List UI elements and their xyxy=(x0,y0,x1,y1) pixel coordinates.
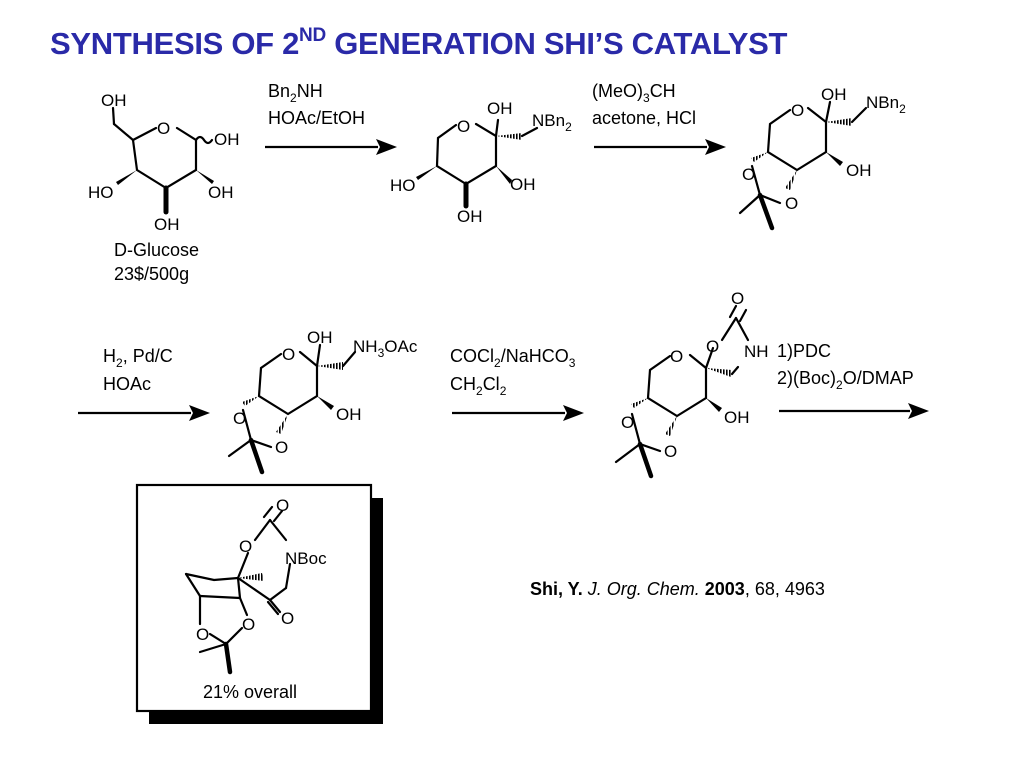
acetonide1-hash-ch2 xyxy=(826,118,852,126)
acetonide1-o-left: O xyxy=(742,165,755,184)
aminoketose-wedge-oh xyxy=(496,166,512,184)
citation-rest: , 68, 4963 xyxy=(744,579,825,599)
oxazolidinone-nh: NH xyxy=(744,342,769,361)
step3-reagent-line1: H2, Pd/C xyxy=(103,346,173,370)
product-yield: 21% overall xyxy=(203,682,297,702)
step4-arrow xyxy=(452,405,584,421)
oxazolidinone-o-left: O xyxy=(621,413,634,432)
oxazolidinone-wedge-oh xyxy=(706,398,722,412)
oxazolidinone-hash-o2 xyxy=(665,416,677,436)
ammonium-wedge-oh xyxy=(317,396,334,410)
glucose-name: D-Glucose xyxy=(114,240,199,260)
title-superscript: ND xyxy=(299,25,326,46)
step1-reagent-line2: HOAc/EtOH xyxy=(268,108,365,128)
citation: Shi, Y. J. Org. Chem. 2003, 68, 4963 xyxy=(530,579,825,600)
aminoketose-ho: HO xyxy=(390,176,416,195)
step1-arrow xyxy=(265,139,397,155)
catalyst-o-right: O xyxy=(242,615,255,634)
glucose-oh-anomeric: OH xyxy=(214,130,240,149)
glucose-oh-right: OH xyxy=(208,183,234,202)
catalyst-o-left: O xyxy=(196,625,209,644)
ammonium-hash-o1 xyxy=(242,396,259,406)
acetonide1-nbn2: NBn2 xyxy=(866,93,906,116)
glucose-ho-left: HO xyxy=(88,183,114,202)
catalyst-structure xyxy=(184,505,292,675)
aminoketose-oh-right: OH xyxy=(510,175,536,194)
glucose-structure xyxy=(111,106,214,215)
ammonium-hash-o2 xyxy=(276,414,288,434)
glucose-oh-top: OH xyxy=(101,91,127,110)
acetonide1-o-right: O xyxy=(785,194,798,213)
catalyst-o-carbonyl: O xyxy=(276,496,289,515)
catalyst-nboc: NBoc xyxy=(285,549,327,568)
oxazolidinone-hash-ch2 xyxy=(706,368,732,377)
aminoketose-hash-ch2 xyxy=(496,133,522,140)
aminoketose-oh-top: OH xyxy=(487,99,513,118)
aminoketose-nbn2: NBn2 xyxy=(532,111,572,134)
product-box xyxy=(135,483,383,724)
acetonide1-oh-top: OH xyxy=(821,85,847,104)
step5-reagent-line2: 2)(Boc)2O/DMAP xyxy=(777,368,914,392)
acetonide1-wedge-oh xyxy=(826,152,843,166)
ammonium-nh3oac: NH3OAc xyxy=(353,337,418,360)
ammonium-oh-top: OH xyxy=(307,328,333,347)
ammonium-ring-o: O xyxy=(282,345,295,364)
oxazolidinone-o-right: O xyxy=(664,442,677,461)
ammonium-o-right: O xyxy=(275,438,288,457)
citation-journal: J. Org. Chem. xyxy=(587,579,700,599)
step2-reagent-line2: acetone, HCl xyxy=(592,108,696,128)
glucose-oh-bottom: OH xyxy=(154,215,180,234)
step1-reagent-line1: Bn2NH xyxy=(268,81,323,105)
step2-arrow xyxy=(594,139,726,155)
page-title: SYNTHESIS OF 2ND GENERATION SHI’S CATALY… xyxy=(50,25,788,61)
acetonide1-hash-o1 xyxy=(751,152,768,162)
ammonium-o-left: O xyxy=(233,409,246,428)
aminoketose-ring-o: O xyxy=(457,117,470,136)
step2-reagent-line1: (MeO)3CH xyxy=(592,81,676,105)
oxazolidinone-o-carbonyl: O xyxy=(731,289,744,308)
glucose-hash-bond-right xyxy=(196,170,214,184)
step5-arrow xyxy=(779,403,929,419)
acetonide1-oh-right: OH xyxy=(846,161,872,180)
oxazolidinone-oh: OH xyxy=(724,408,750,427)
citation-year: 2003 xyxy=(704,579,745,599)
ammonium-oh-right: OH xyxy=(336,405,362,424)
oxazolidinone-hash-o1 xyxy=(631,398,648,408)
citation-author: Shi, Y. xyxy=(530,579,583,599)
oxazolidinone-structure xyxy=(614,304,750,479)
oxazolidinone-o-ring2: O xyxy=(706,337,719,356)
catalyst-hash xyxy=(238,573,264,581)
step3-reagent-line2: HOAc xyxy=(103,374,151,394)
glucose-hash-bond-left xyxy=(116,170,137,185)
oxazolidinone-ring-o: O xyxy=(670,347,683,366)
aminoketose-oh-bottom: OH xyxy=(457,207,483,226)
catalyst-o-ring: O xyxy=(239,537,252,556)
acetonide1-ring-o: O xyxy=(791,101,804,120)
step4-reagent-line1: COCl2/NaHCO3 xyxy=(450,346,576,370)
ammonium-hash-ch2 xyxy=(317,362,343,370)
step4-reagent-line2: CH2Cl2 xyxy=(450,374,507,398)
glucose-price: 23$/500g xyxy=(114,264,189,284)
step3-arrow xyxy=(78,405,210,421)
glucose-ring-o: O xyxy=(157,119,170,138)
catalyst-o-ketone: O xyxy=(281,609,294,628)
acetonide1-hash-o2 xyxy=(785,170,797,190)
aminoketose-hash-1 xyxy=(416,166,437,180)
step5-reagent-line1: 1)PDC xyxy=(777,341,831,361)
